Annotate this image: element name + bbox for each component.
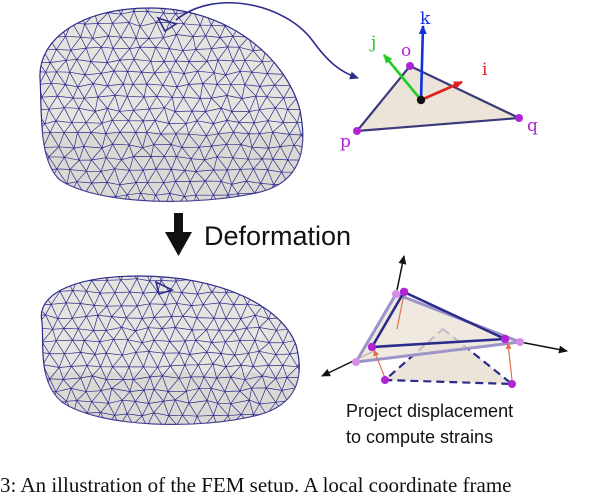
vertex-o-label: o [401,41,411,61]
axis-k-label: k [420,9,431,29]
displacement-arrow-3 [373,349,386,379]
deformed-vertex-left [367,342,377,352]
deformation-label: Deformation [204,221,351,251]
vertex-p-label: p [340,132,351,152]
down-arrow-icon [165,213,192,256]
axis-i-arrow [420,80,463,102]
vertex-p [353,127,361,135]
vertex-q [515,114,523,122]
deformed-mesh [40,275,300,425]
axis-j-arrow [382,54,423,101]
reference-vertex-left [381,376,389,384]
projected-vertex-left [352,358,360,366]
undeformed-mesh-surface [39,7,304,202]
axis-k-arrow [418,25,427,101]
projected-triangle [353,292,521,364]
deformation-step: Deformation [165,213,351,256]
frame-origin [416,95,426,105]
displacement-arrow-1 [396,287,409,330]
deformed-vertex-right [500,334,510,344]
vertex-o [406,62,414,70]
projected-vertex-top [392,290,400,298]
zoom-pointer-arrow [175,1,359,80]
projection-note-line1: Project displacement [346,401,513,421]
normal-arrow-right [519,341,568,354]
reference-vertex-right [508,380,516,388]
vertex-q-label: q [527,116,538,136]
strain-projection-diagram: Project displacement to compute strains [321,255,568,447]
selected-element-marker [156,16,178,33]
projected-vertex-right [516,338,524,346]
deformed-triangle [369,290,506,349]
displacement-arrow-2 [505,342,513,381]
local-frame-triangle: o q p i j k [340,9,538,152]
deformed-vertex-top [399,287,409,297]
normal-arrow-top [396,255,407,291]
deformed-element-marker [154,280,175,296]
axis-j-label: j [369,33,376,53]
triangle-element [354,64,524,133]
axis-i-label: i [482,60,488,80]
undeformed-mesh [39,7,304,202]
mesh-shading [41,372,300,425]
undeformed-mesh-wireframe [39,8,303,202]
figure-caption: 3: An illustration of the FEM setup. A l… [0,474,512,492]
projection-note-line2: to compute strains [346,427,493,447]
